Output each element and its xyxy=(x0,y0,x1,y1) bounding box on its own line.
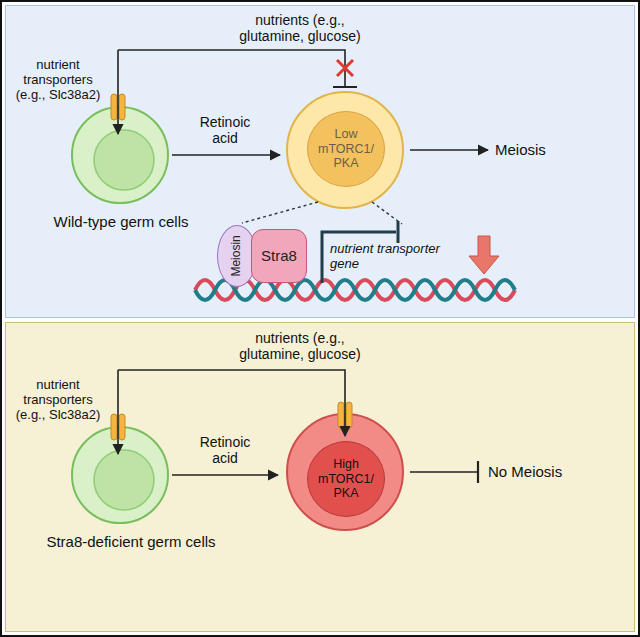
annotation-label: nutrient transporters (e.g., Slc38a2) xyxy=(8,378,108,423)
annotation-label: nutrients (e.g., glutamine, glucose) xyxy=(230,12,370,44)
meiosis-arrow xyxy=(410,149,488,151)
gene-label: nutrient transporter gene xyxy=(330,242,440,272)
inhibition-bar xyxy=(397,221,400,243)
annotation-label: Meiosis xyxy=(495,141,585,158)
retinoic-acid-arrow xyxy=(172,154,280,156)
panel-title: Wild-type germ cells xyxy=(21,213,221,230)
panel-title: Stra8-deficient germ cells xyxy=(21,533,241,550)
nutrient-arrow xyxy=(117,370,119,454)
cell-nucleus: Low mTORC1/ PKA xyxy=(307,111,385,187)
germ-cell xyxy=(287,92,403,208)
panel-ground xyxy=(5,322,635,632)
annotation-label: Retinoic acid xyxy=(190,114,260,146)
cell-nucleus xyxy=(94,450,154,510)
panel-ground xyxy=(5,5,635,318)
inhibition-line xyxy=(410,471,477,473)
protein-box: Stra8 xyxy=(251,229,307,283)
annotation-label: Retinoic acid xyxy=(190,434,260,466)
annotation-label: nutrient transporters (e.g., Slc38a2) xyxy=(8,58,108,103)
retinoic-acid-arrow xyxy=(172,474,278,476)
germ-cell xyxy=(72,427,168,523)
annotation-label: No Meiosis xyxy=(488,463,598,480)
zoom-line xyxy=(242,202,402,224)
block-cross xyxy=(337,60,353,76)
transporter xyxy=(111,94,117,120)
nutrient-arrow xyxy=(117,50,119,134)
inhibition-bar xyxy=(333,86,357,88)
transporter xyxy=(119,414,125,440)
cell-nucleus xyxy=(94,130,154,190)
germ-cell xyxy=(72,107,168,203)
cell-nucleus: High mTORC1/ PKA xyxy=(307,441,385,517)
annotation-label: nutrients (e.g., glutamine, glucose) xyxy=(230,330,370,362)
signal-state: High mTORC1/ PKA xyxy=(316,457,376,500)
transporter xyxy=(338,402,344,428)
signal-state: Low mTORC1/ PKA xyxy=(316,127,376,170)
transporter xyxy=(346,402,352,428)
panel: Wild-type germ cells Low mTORC1/ PKA Meios… xyxy=(5,5,635,318)
transporter xyxy=(111,414,117,440)
nutrient-line xyxy=(118,50,345,86)
protein-name: Meiosin xyxy=(230,235,244,276)
inhibition-bar xyxy=(477,461,479,483)
protein-name: Stra8 xyxy=(261,247,297,264)
nutrient-arrow xyxy=(118,370,345,436)
transporter xyxy=(119,94,125,120)
decrease-arrow xyxy=(469,236,499,274)
